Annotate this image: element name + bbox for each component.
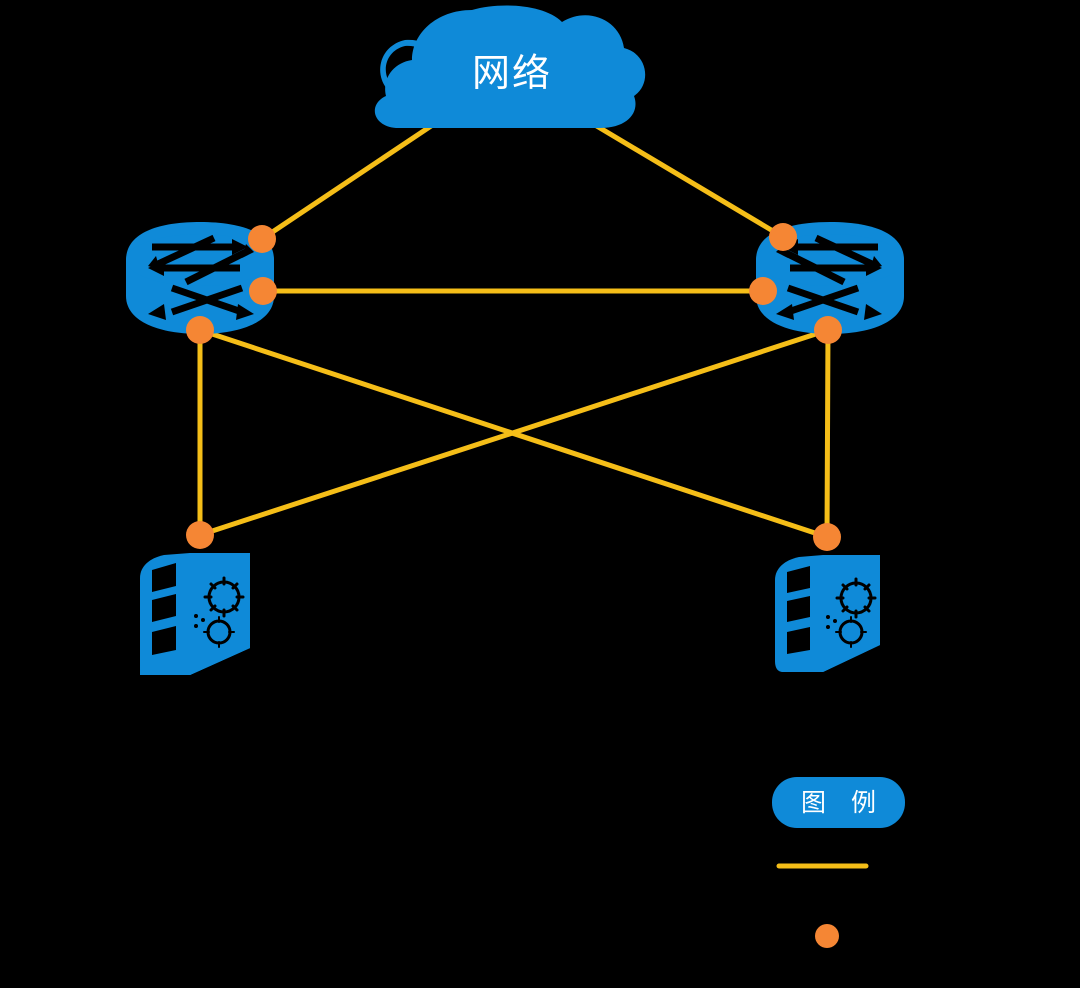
legend-title: 图 例	[801, 789, 885, 817]
server-right[interactable]	[775, 555, 880, 672]
node-router-right-downlink[interactable]	[814, 316, 842, 344]
node-router-right-peer[interactable]	[749, 277, 777, 305]
link-cloud-router-left[interactable]	[259, 117, 443, 242]
node-router-left-peer[interactable]	[249, 277, 277, 305]
link-router-right-server-left[interactable]	[197, 327, 831, 538]
server-left[interactable]	[140, 553, 250, 675]
router-right[interactable]	[756, 222, 904, 334]
legend-title-pill[interactable]	[772, 777, 905, 828]
node-server-left-uplink[interactable]	[186, 521, 214, 549]
cloud-label: 网络	[472, 53, 552, 95]
connection-node-layer	[186, 223, 842, 551]
node-router-left-uplink[interactable]	[248, 225, 276, 253]
link-layer	[197, 117, 831, 540]
cloud-icon[interactable]: 网络	[374, 5, 646, 128]
link-cloud-router-right[interactable]	[587, 119, 786, 240]
node-router-right-uplink[interactable]	[769, 223, 797, 251]
router-left[interactable]	[126, 222, 274, 334]
legend-node-sample[interactable]	[815, 924, 839, 948]
node-router-left-downlink[interactable]	[186, 316, 214, 344]
node-server-right-uplink[interactable]	[813, 523, 841, 551]
link-router-right-server-right[interactable]	[824, 327, 831, 540]
legend: 图 例	[772, 777, 905, 948]
